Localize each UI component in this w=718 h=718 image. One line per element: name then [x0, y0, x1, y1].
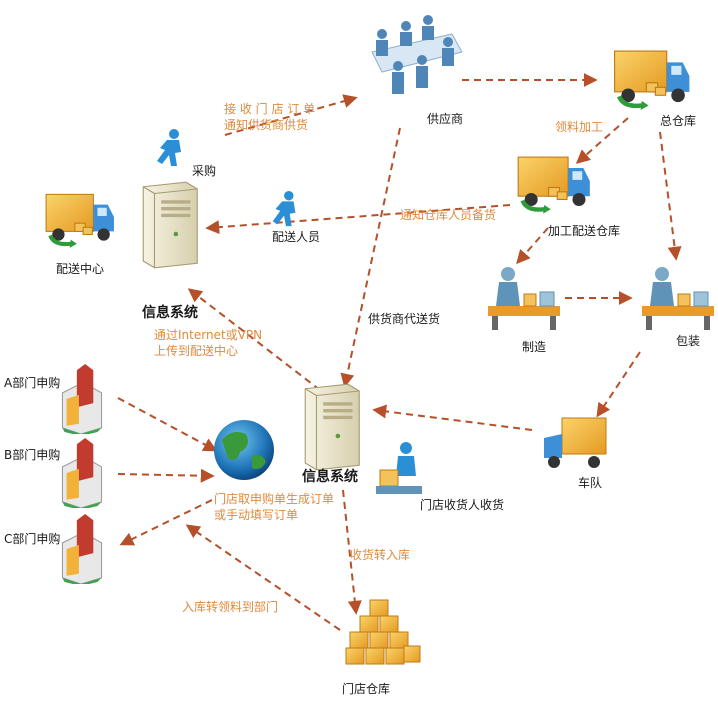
processing-warehouse-label: 加工配送仓库	[548, 224, 621, 238]
center-info-system-label: 信息系统	[142, 305, 198, 321]
store-receiver-label: 门店收货人收货	[420, 498, 505, 512]
annotation-receive-into-stock: 收货转入库	[350, 548, 411, 562]
packaging-label: 包装	[676, 334, 701, 348]
arrow-main-warehouse-to-packaging	[659, 131, 682, 261]
arrow-processing-to-distribution-center	[205, 204, 511, 235]
packaging-worker-icon	[641, 266, 715, 331]
arrow-store-warehouse-to-globe	[185, 524, 341, 631]
arrow-supplier-to-store-system	[340, 127, 401, 388]
flow-arrows	[117, 73, 682, 631]
purchasing-label: 采购	[192, 164, 217, 178]
center-info-system-server-icon	[142, 181, 198, 269]
annotation-upload-line2: 上传到配送中心	[154, 344, 239, 358]
purchasing-person-icon	[157, 129, 181, 166]
annotation-store-order-line2: 或手动填写订单	[214, 508, 299, 522]
manufacturing-worker-icon	[487, 266, 561, 331]
dept-a-building-icon	[61, 363, 103, 434]
arrow-processing-to-manufacturing	[516, 227, 549, 265]
arrow-store-system-to-distribution-center	[187, 288, 321, 391]
dept-c-label: C部门申购	[4, 532, 61, 546]
annotation-receive-order: 接 收 门 店 订 单	[224, 102, 316, 116]
annotation-material-processing: 领料加工	[555, 120, 604, 134]
distribution-center-label: 配送中心	[56, 262, 105, 276]
fleet-truck-icon	[544, 417, 607, 468]
arrow-globe-to-dept-c	[119, 499, 213, 546]
dept-a-label: A部门申购	[4, 376, 61, 390]
annotation-upload-line1: 通过Internet或VPN	[154, 328, 263, 342]
manufacturing-label: 制造	[522, 340, 547, 354]
store-warehouse-label: 门店仓库	[342, 682, 391, 696]
arrow-packaging-to-fleet	[596, 351, 641, 418]
main-warehouse-label: 总仓库	[660, 114, 697, 128]
internet-globe-icon	[214, 420, 274, 480]
dept-b-label: B部门申购	[4, 448, 61, 462]
arrow-dept-a-to-globe	[117, 397, 218, 452]
annotation-stock-to-dept: 入库转领料到部门	[182, 600, 279, 614]
annotation-notify-warehouse-staff: 通知仓库人员备货	[400, 208, 497, 222]
arrow-store-system-to-store-warehouse	[342, 489, 362, 615]
arrow-fleet-to-store-system	[372, 404, 533, 431]
annotation-supplier-delivery: 供货商代送货	[368, 312, 441, 326]
dept-c-building-icon	[61, 513, 103, 584]
arrow-dept-b-to-globe	[117, 468, 215, 483]
dept-b-building-icon	[61, 437, 103, 508]
annotation-store-order-line1: 门店取申购单生成订单	[214, 492, 335, 506]
store-info-system-server-icon	[304, 383, 360, 471]
delivery-staff-label: 配送人员	[272, 230, 321, 244]
main-warehouse-truck-icon	[615, 51, 690, 110]
processing-warehouse-truck-icon	[518, 157, 590, 213]
arrow-purchasing-to-supplier	[224, 94, 358, 136]
store-receiver-icon	[376, 442, 422, 494]
store-warehouse-boxes-icon	[345, 599, 421, 665]
distribution-center-truck-icon	[46, 194, 114, 247]
supplier-label: 供应商	[427, 112, 464, 126]
store-info-system-label: 信息系统	[302, 469, 358, 485]
annotation-notify-supplier: 通知供货商供货	[224, 118, 309, 132]
supplier-meeting-icon	[371, 15, 463, 94]
fleet-label: 车队	[578, 476, 603, 490]
